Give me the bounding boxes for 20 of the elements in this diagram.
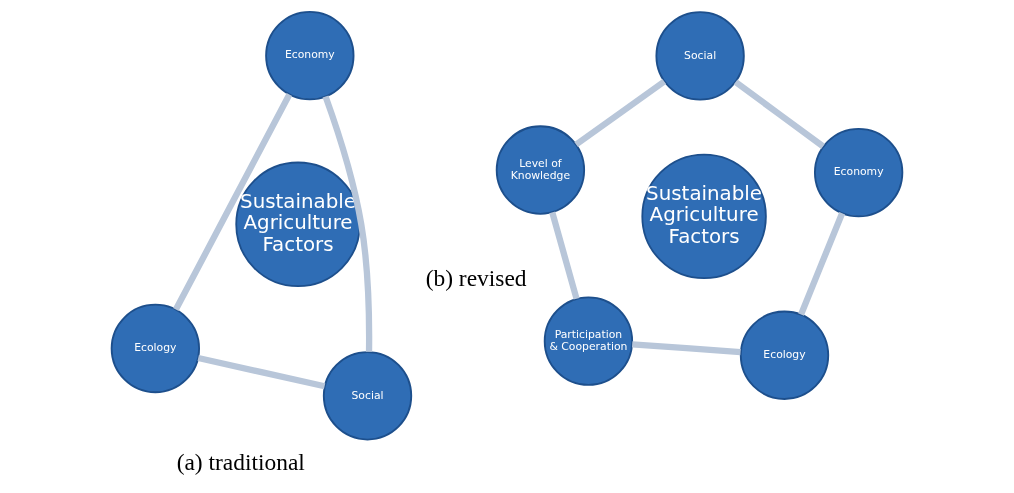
connector (574, 78, 667, 148)
connector (733, 79, 825, 149)
node-circle: Social (655, 11, 745, 101)
label: (a) traditional (176, 449, 305, 476)
label: (b) revised (425, 265, 527, 291)
connector (322, 95, 373, 352)
connector (631, 341, 741, 356)
node-circle: Economy (814, 127, 904, 218)
node-circle: Participation & Cooperation (543, 296, 634, 386)
node-circle: Sustainable Agriculture Factors (235, 161, 361, 287)
node-circle: Ecology (110, 303, 200, 394)
node-circle: Social (322, 351, 413, 441)
node-circle: Sustainable Agriculture Factors (641, 153, 767, 280)
node-circle: Level of Knowledge (495, 125, 586, 215)
node-circle: Economy (265, 11, 355, 101)
connector (549, 211, 580, 300)
connector (173, 93, 293, 312)
connector (798, 212, 846, 316)
node-circle: Ecology (739, 310, 830, 400)
connector (197, 354, 326, 390)
